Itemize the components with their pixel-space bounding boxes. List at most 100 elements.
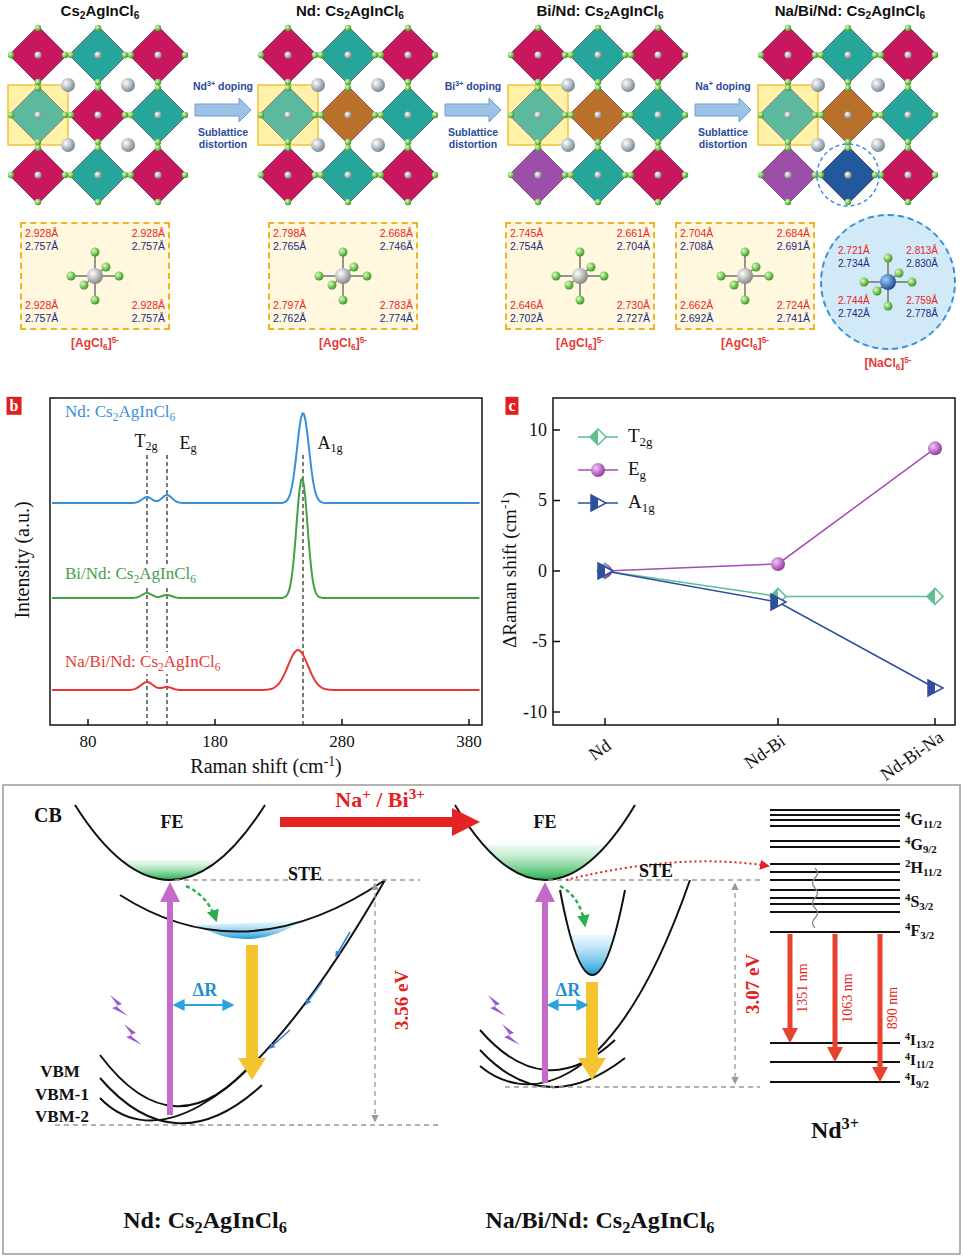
bond-length-box: 2.928Å2.757Å2.928Å2.757Å2.928Å2.757Å2.92… <box>20 222 170 330</box>
chlorine-atom <box>328 281 337 290</box>
crystal-lattice <box>62 172 68 178</box>
crystal-lattice <box>35 85 41 91</box>
shift-series <box>927 588 935 604</box>
shift-series <box>591 463 605 477</box>
crystal-lattice <box>872 52 878 58</box>
shift-series <box>597 563 613 579</box>
crystal-lattice <box>155 139 161 145</box>
light-bolt <box>488 995 506 1016</box>
crystal-lattice <box>562 52 568 58</box>
crystal-lattice <box>95 25 101 31</box>
crystal-lattice <box>819 86 877 144</box>
crystal-lattice <box>35 112 42 119</box>
hole-arrow <box>336 932 350 956</box>
relaxation-arrow <box>560 886 585 925</box>
chlorine-atom <box>350 263 359 272</box>
crystal-lattice <box>812 112 818 118</box>
crystal-lattice <box>155 85 161 91</box>
modulation-arrow <box>280 817 455 827</box>
crystal-lattice <box>785 145 791 151</box>
crystal-lattice <box>259 146 317 204</box>
crystal-lattice <box>845 145 851 151</box>
figure-label: Sublattice distortion <box>691 126 755 150</box>
bond-length: 2.754Å <box>510 240 543 253</box>
bond-length: 2.744Å <box>838 294 870 307</box>
crystal-lattice <box>905 199 911 205</box>
bond-length: 2.928Å <box>132 299 165 312</box>
band-diagram <box>480 1050 625 1087</box>
figure-label: c <box>505 397 518 415</box>
crystal-lattice <box>879 146 937 204</box>
crystal-lattice <box>655 199 661 205</box>
crystal-lattice <box>629 86 687 144</box>
shift-chart-frame <box>553 430 935 725</box>
crystal-lattice <box>595 139 601 145</box>
chlorine-atom <box>884 302 893 311</box>
figure-label: 4I9/2 <box>905 1071 929 1091</box>
crystal-lattice <box>905 112 912 119</box>
figure-label: Nd-Bi-Na <box>877 727 948 785</box>
figure-label: 4I11/2 <box>905 1051 934 1071</box>
bond-length: 2.797Å <box>273 299 306 312</box>
chlorine-atom <box>115 272 124 281</box>
crystal-lattice <box>378 172 384 178</box>
crystal-lattice <box>95 139 101 145</box>
hole-arrow <box>270 1030 290 1048</box>
raman-spectra-frame <box>50 398 482 725</box>
crystal-lattice <box>311 138 325 152</box>
crystal-lattice <box>818 52 824 58</box>
crystal-lattice <box>155 145 161 151</box>
crystal-lattice <box>405 199 411 205</box>
crystal-lattice <box>569 86 627 144</box>
crystal-lattice <box>371 78 385 92</box>
figure-label: Na/Bi/Nd: Cs2AgInCl6 <box>62 652 224 674</box>
legend-label: T2g <box>628 425 653 450</box>
doping-arrow <box>695 98 751 122</box>
center-atom <box>880 274 896 290</box>
nd-energy-level <box>770 814 900 816</box>
center-atom <box>572 268 588 284</box>
figure-label: ΔR <box>193 980 217 1001</box>
crystal-lattice <box>128 112 134 118</box>
figure-label: Nd: Cs2AgInCl6 <box>62 402 178 424</box>
chlorine-atom <box>717 272 726 281</box>
crystal-lattice <box>371 138 385 152</box>
bond-length: 2.742Å <box>838 307 870 320</box>
crystal-lattice <box>285 139 291 145</box>
band-diagram <box>480 880 690 1084</box>
crystal-lattice <box>535 139 541 145</box>
crystal-lattice <box>812 52 818 58</box>
chlorine-atom <box>363 272 372 281</box>
crystal-lattice <box>785 25 791 31</box>
raman-curve <box>52 479 480 599</box>
doping-arrow <box>195 98 251 122</box>
crystal-lattice <box>568 52 574 58</box>
crystal-lattice <box>122 172 128 178</box>
crystal-lattice <box>535 25 541 31</box>
crystal-lattice <box>682 52 688 58</box>
crystal-lattice <box>69 86 127 144</box>
crystal-lattice <box>285 112 292 119</box>
crystal-lattice <box>629 26 687 84</box>
crystal-lattice <box>378 112 384 118</box>
crystal-lattice <box>621 78 635 92</box>
chlorine-atom <box>80 281 89 290</box>
figure-label: Bi3+ doping <box>441 80 505 92</box>
crystal-lattice <box>311 78 325 92</box>
nd-emission-arrow <box>827 1047 843 1062</box>
crystal-lattice <box>259 26 317 84</box>
shift-series <box>591 495 598 511</box>
crystal-lattice <box>405 79 411 85</box>
nd-emission-arrow <box>782 934 888 1082</box>
crystal-lattice <box>318 52 324 58</box>
crystal-lattice <box>562 172 568 178</box>
figure-label: A1g <box>317 433 342 456</box>
crystal-lattice <box>285 79 291 85</box>
crystal-lattice <box>379 86 437 144</box>
figure-label: b <box>7 397 22 415</box>
figure-label: Nd3+ <box>811 1115 859 1145</box>
crystal-lattice <box>345 199 351 205</box>
complex-label: [NaCl6]5- <box>864 356 911 372</box>
band-diagram <box>75 805 265 880</box>
figure-label: -5 <box>532 631 547 652</box>
